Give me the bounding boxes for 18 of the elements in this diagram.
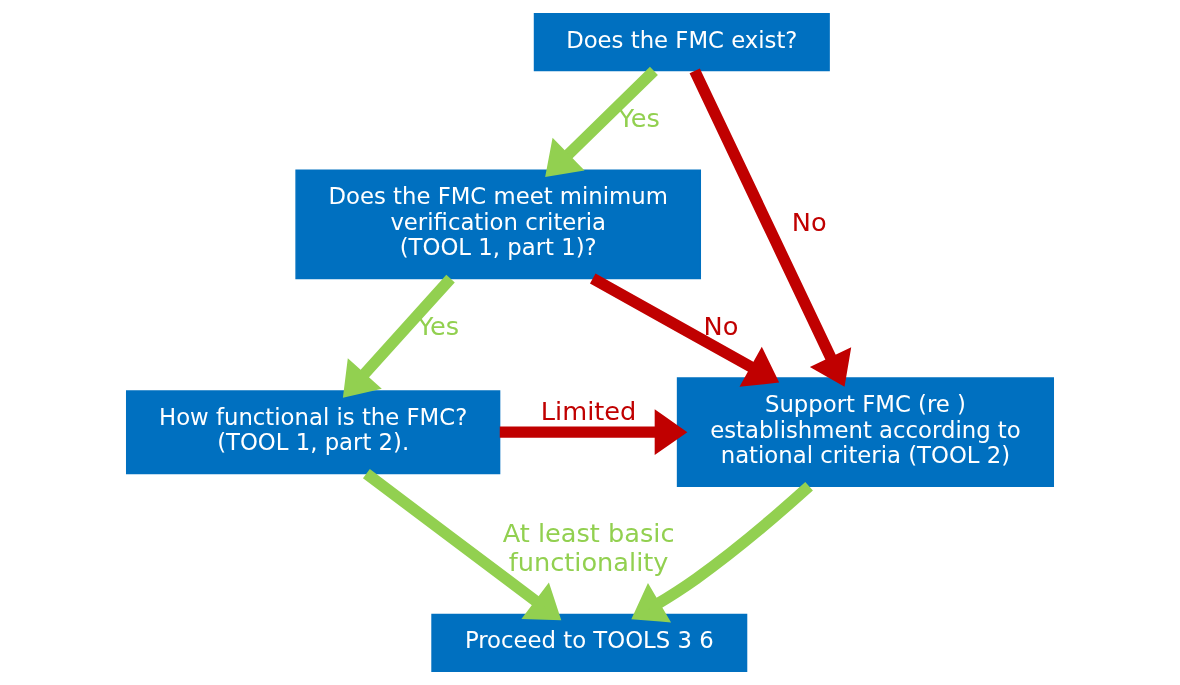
edge-label: Yes (417, 310, 460, 341)
arrow (631, 482, 813, 623)
edge-label: No (791, 206, 827, 237)
arrow (545, 66, 658, 178)
arrow (499, 409, 688, 456)
node-box: Proceed to TOOLS 3 6 (431, 613, 748, 672)
node-box: How functional is the FMC? (TOOL 1, part 2). (126, 390, 501, 475)
edge-label: Yes (618, 102, 660, 133)
arrow (590, 273, 780, 387)
edge-label: Limited (540, 395, 637, 426)
edge-label: No (703, 310, 739, 341)
node-box: Support FMC (re ) establishment according to national criteria (TOOL 2) (676, 377, 1054, 487)
node-box: Does the FMC meet minimum verification criteria (TOOL 1, part 1)? (295, 169, 701, 280)
arrow (342, 274, 455, 398)
edge-label: At least basic functionality (502, 518, 675, 577)
arrow (689, 68, 852, 387)
node-box: Does the FMC exist? (533, 13, 830, 72)
arrow (362, 469, 562, 621)
